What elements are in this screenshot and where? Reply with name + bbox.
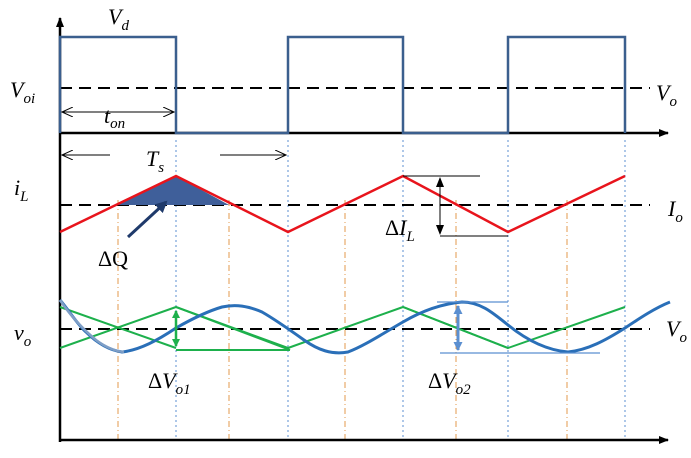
dq-pointer-arrow — [126, 200, 168, 239]
delta-il-label: ΔIL — [385, 215, 415, 245]
vo-reference-label-bottom: Vo — [666, 316, 687, 346]
delta-vo1-label: ΔVo1 — [148, 368, 191, 398]
vo-reference-label-top: Vo — [656, 80, 677, 110]
io-label: Io — [667, 196, 683, 226]
il-label: iL — [14, 175, 28, 205]
time-interval-arrows — [62, 112, 286, 155]
dq-label: ΔQ — [98, 246, 128, 271]
delta-vo2-label: ΔVo2 — [428, 368, 471, 398]
vd-label: Vd — [108, 4, 129, 34]
output-voltage-ripple — [58, 299, 671, 355]
ts-label: Ts — [146, 146, 164, 176]
capacitor-ripple-triangle — [59, 305, 626, 351]
vo-waveform-label: vo — [14, 320, 32, 350]
switching-pulse-waveform — [58, 35, 627, 135]
charge-area-dq — [118, 176, 229, 205]
voi-label: Voi — [10, 77, 35, 107]
ton-label: ton — [104, 103, 125, 132]
inductor-current-waveform — [59, 174, 626, 234]
output-voltage-ripple-start — [58, 299, 125, 354]
delta-vo2-arrow — [437, 301, 600, 354]
dashed-reference-lines — [60, 87, 650, 330]
orange-guide-lines — [117, 200, 568, 440]
blue-guide-lines — [175, 140, 626, 440]
delta-il-bracket — [403, 175, 508, 237]
